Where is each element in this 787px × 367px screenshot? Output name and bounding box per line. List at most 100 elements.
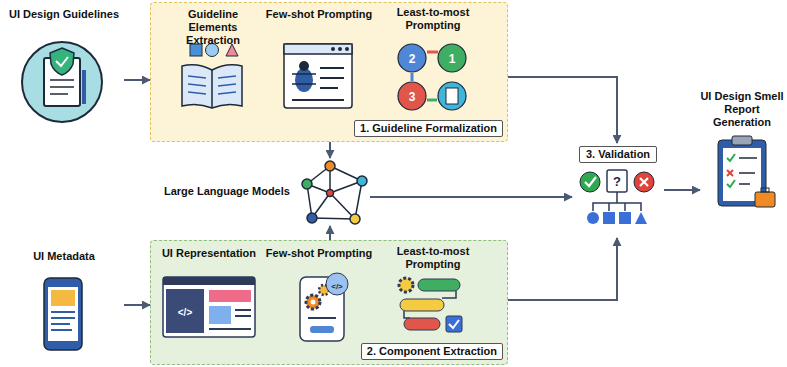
icon-label-box: 2 xyxy=(409,49,416,67)
icon-shape xyxy=(50,93,68,95)
icon-shape xyxy=(739,172,755,174)
icon-shape xyxy=(51,290,75,306)
icon-shape xyxy=(580,172,600,192)
icon-label-box: 3 xyxy=(409,87,416,105)
icon-shape xyxy=(446,316,462,332)
icon-shape xyxy=(163,277,255,337)
icon-shape xyxy=(320,87,338,89)
node-text: Few-shot Prompting xyxy=(263,247,375,260)
validation-icon xyxy=(580,170,654,224)
icon-shape xyxy=(427,99,437,102)
flow-icon xyxy=(399,278,462,332)
code-window-icon xyxy=(163,277,255,337)
guideline-icon xyxy=(22,42,102,122)
icon-shape xyxy=(51,317,75,319)
icon-shape xyxy=(51,323,70,325)
icon-shape xyxy=(739,183,750,185)
icon-shape xyxy=(338,47,342,51)
icon-label: 1 xyxy=(449,52,456,66)
icon-shape xyxy=(442,291,456,298)
icon-shape xyxy=(299,61,309,71)
flow-arrow xyxy=(124,79,150,81)
icon-shape xyxy=(82,70,86,104)
icon-shape xyxy=(427,51,438,54)
steps-icon xyxy=(398,44,466,110)
icon-shape xyxy=(449,320,459,328)
icon-shape xyxy=(399,278,413,292)
icon-shape xyxy=(307,213,317,223)
icon-label: </> xyxy=(178,307,192,318)
report-icon xyxy=(718,136,775,207)
icon-shape xyxy=(22,42,102,122)
icon-shape xyxy=(587,212,599,224)
step-item: Few-shot Prompting xyxy=(263,8,375,21)
phone-icon xyxy=(44,278,82,350)
icon-label-box: 1 xyxy=(449,49,456,67)
icon-shape xyxy=(51,311,75,313)
icon-shape xyxy=(166,289,204,333)
icon-shape xyxy=(235,309,251,311)
icon-shape xyxy=(732,136,752,145)
icon-shape xyxy=(226,44,238,56)
node-text: Least-to-most Prompting xyxy=(383,6,483,32)
icon-shape xyxy=(345,47,349,51)
icon-shape xyxy=(311,300,316,305)
icon-shape xyxy=(295,68,313,92)
icon-shape xyxy=(182,65,242,108)
icon-shape xyxy=(603,212,615,224)
icon-label: 3 xyxy=(409,90,416,104)
step-item: Few-shot Prompting xyxy=(263,247,375,260)
icon-shape xyxy=(209,290,251,302)
flow-arrow xyxy=(664,189,700,191)
icon-shape xyxy=(331,47,335,51)
node-text: Large Language Models xyxy=(164,185,300,198)
icon-shape xyxy=(640,178,648,186)
step-item: Least-to-most Prompting xyxy=(383,6,483,32)
icon-shape xyxy=(302,179,312,189)
icon-shape xyxy=(761,188,769,192)
icon-shape xyxy=(190,44,202,56)
step-item: Guideline Elements Extraction xyxy=(163,8,263,48)
flow-arrow xyxy=(370,196,572,198)
icon-shape xyxy=(50,48,74,75)
browser-icon xyxy=(284,44,352,108)
icon-shape xyxy=(619,212,631,224)
icon-shape xyxy=(292,99,344,101)
flow-arrow xyxy=(508,238,617,300)
icon-shape xyxy=(211,70,213,108)
icon-shape xyxy=(50,86,74,88)
icon-shape xyxy=(755,192,775,207)
icon-shape xyxy=(607,170,627,192)
icon-shape xyxy=(206,44,219,57)
icon-shape xyxy=(284,44,352,54)
icon-shape xyxy=(284,44,352,108)
icon-shape xyxy=(48,287,78,341)
node-text: 1. Guideline Formalization xyxy=(354,120,503,137)
icon-shape xyxy=(300,277,344,341)
icon-shape xyxy=(209,306,231,324)
icon-shape xyxy=(292,73,316,75)
icon-label: 2 xyxy=(409,52,416,66)
icon-shape xyxy=(727,180,735,187)
icon-shape xyxy=(310,326,334,333)
icon-shape xyxy=(404,311,410,318)
icon-shape xyxy=(325,161,335,171)
icon-shape xyxy=(411,73,414,81)
icon-shape xyxy=(438,82,466,110)
icon-shape xyxy=(235,315,251,317)
icon-shape xyxy=(218,92,236,94)
node-text: Few-shot Prompting xyxy=(263,8,375,21)
icon-shape xyxy=(218,76,236,78)
icon-shape xyxy=(727,170,733,176)
flow-arrow xyxy=(329,142,331,158)
node-text: UI Metadata xyxy=(33,250,95,263)
icon-shape xyxy=(350,214,360,224)
node-text: 3. Validation xyxy=(579,146,657,163)
icon-shape xyxy=(398,44,426,72)
icon-shape xyxy=(446,88,458,104)
step-item: UI Representation xyxy=(157,247,261,260)
icon-shape xyxy=(635,212,647,224)
node-text: UI Representation xyxy=(157,247,261,260)
